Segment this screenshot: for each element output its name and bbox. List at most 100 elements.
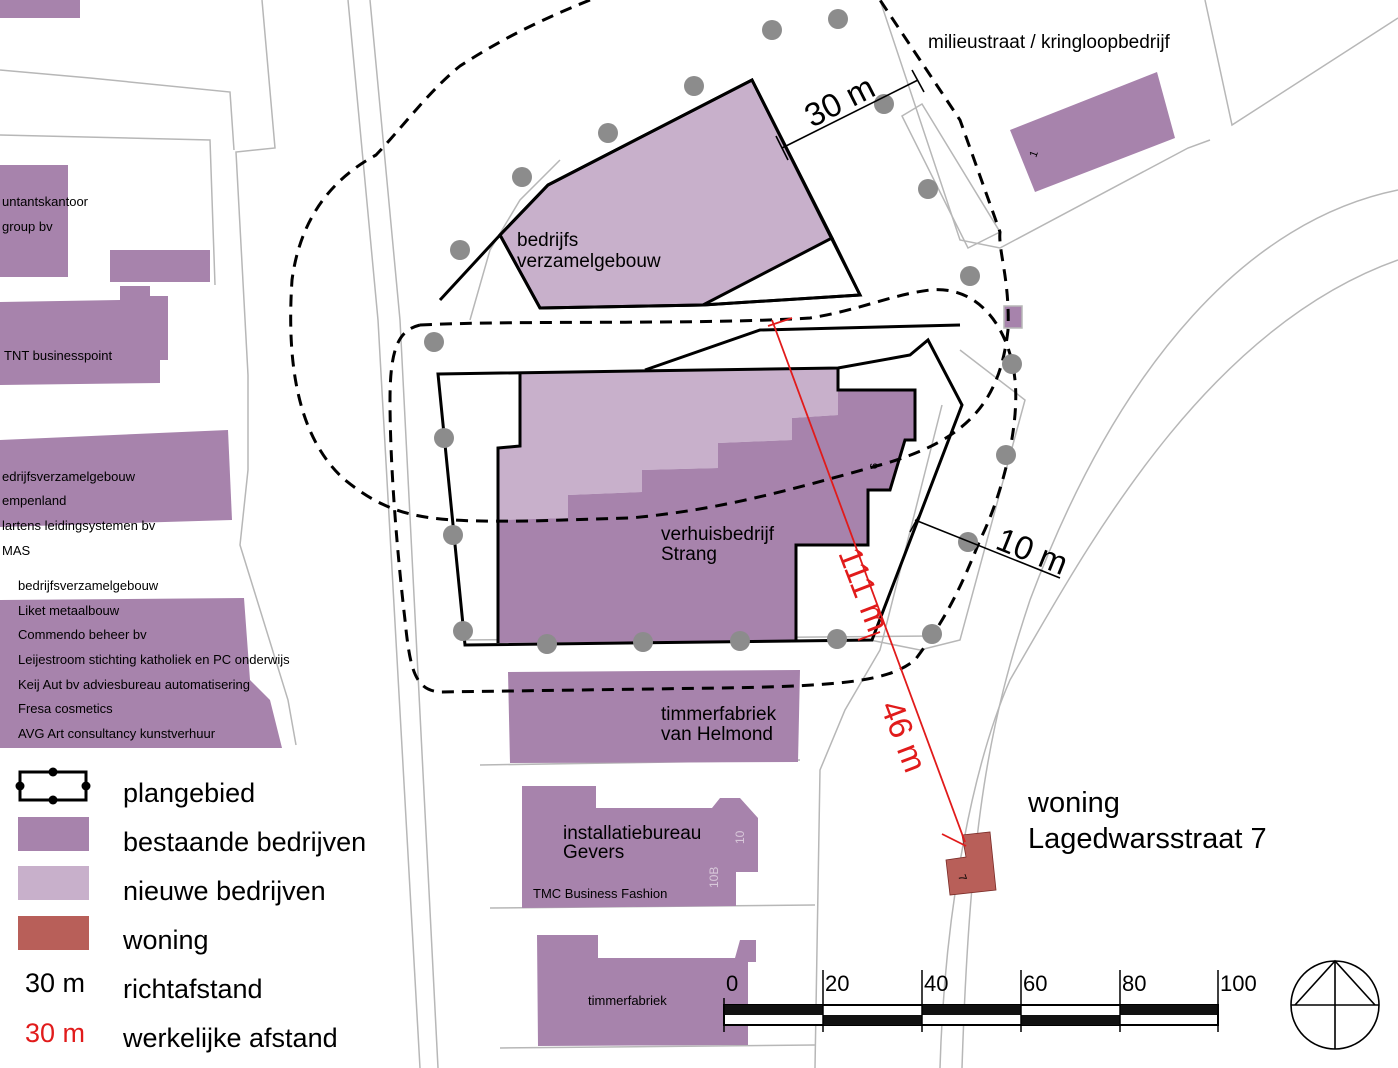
- legend-label-actual: werkelijke afstand: [122, 1023, 338, 1053]
- house-number-woning: 7: [955, 873, 968, 883]
- label-empenland: empenland: [2, 493, 66, 508]
- building-accountant: [0, 165, 68, 277]
- label-group: group bv: [2, 219, 53, 234]
- house-number-milieustraat: 1: [1028, 149, 1041, 159]
- tenant-4: Keij Aut bv adviesbureau automatisering: [18, 677, 250, 692]
- tenant-2: Commendo beheer bv: [18, 627, 147, 642]
- tree-icon: [730, 631, 750, 651]
- tenant-5: Fresa cosmetics: [18, 701, 113, 716]
- label-strang-2: Strang: [661, 544, 717, 565]
- label-verzamel-left: edrijfsverzamelgebouw: [2, 469, 136, 484]
- label-tnt: TNT businesspoint: [4, 348, 113, 363]
- tree-icon: [827, 629, 847, 649]
- tree-icon: [598, 123, 618, 143]
- legend: 30 m 30 m plangebied bestaande bedrijven…: [15, 767, 366, 1053]
- guide-distance-east: 10 m: [991, 520, 1073, 582]
- label-accountant: untantskantoor: [2, 194, 89, 209]
- tree-icon: [453, 621, 473, 641]
- building-timmerfabriek: [537, 935, 756, 1046]
- label-strang-1: verhuisbedrijf: [661, 524, 775, 545]
- scale-tick-60: 60: [1023, 971, 1047, 996]
- tree-icon: [996, 445, 1016, 465]
- tree-icon: [443, 525, 463, 545]
- tree-icon: [684, 76, 704, 96]
- actual-distances: [767, 317, 967, 847]
- tree-icon: [450, 240, 470, 260]
- tree-icon: [828, 9, 848, 29]
- trees: [424, 9, 1022, 654]
- label-woning-2: Lagedwarsstraat 7: [1028, 823, 1267, 855]
- legend-dwelling-swatch: [18, 916, 89, 950]
- legend-label-plangebied: plangebied: [123, 778, 255, 808]
- building-gevers: [522, 786, 758, 908]
- tree-icon: [537, 634, 557, 654]
- building-strang-existing: [498, 390, 915, 643]
- legend-label-dwelling: woning: [122, 925, 209, 955]
- guide-distances: [775, 69, 1061, 579]
- plan-building-outlines: [436, 77, 964, 647]
- building-tnt: [0, 286, 168, 385]
- north-arrow-icon: [1290, 959, 1380, 1050]
- legend-label-existing: bestaande bedrijven: [123, 827, 366, 857]
- label-mas: MAS: [2, 543, 31, 558]
- house-number-strang: 9: [867, 463, 879, 469]
- building-small: [110, 250, 210, 282]
- plan-area-boundary: [289, 0, 1018, 694]
- scale-tick-40: 40: [924, 971, 948, 996]
- label-milieustraat: milieustraat / kringloopbedrijf: [928, 32, 1171, 53]
- building-milieustraat: [1010, 72, 1175, 192]
- label-verzamelgebouw-1: bedrijfs: [517, 230, 578, 251]
- label-helmond-1: timmerfabriek: [661, 704, 777, 725]
- actual-distance-111: 111 m: [831, 542, 897, 636]
- building-verzamelgebouw-new: [500, 80, 832, 308]
- building-labels: bedrijfs verzamelgebouw verhuisbedrijf S…: [517, 230, 777, 863]
- tree-icon: [424, 332, 444, 352]
- label-helmond-2: van Helmond: [661, 724, 773, 745]
- scale-tick-100: 100: [1220, 971, 1257, 996]
- building-strang-new: [498, 368, 838, 520]
- legend-label-new: nieuwe bedrijven: [123, 876, 326, 906]
- label-gevers-2: Gevers: [563, 842, 624, 863]
- house-number-gevers-b: 10B: [707, 867, 721, 888]
- legend-label-guide: richtafstand: [123, 974, 263, 1004]
- left-building-labels: untantskantoor group bv TNT businesspoin…: [2, 194, 290, 741]
- label-verzamelgebouw-2: verzamelgebouw: [517, 251, 661, 272]
- scale-bar: 0 20 40 60 80 100: [723, 970, 1257, 1032]
- tenant-3: Leijestroom stichting katholiek en PC on…: [18, 652, 290, 667]
- tree-icon: [922, 624, 942, 644]
- plan-buildings: [498, 80, 997, 1046]
- building-top-left: [0, 0, 80, 18]
- tenant-1: Liket metaalbouw: [18, 603, 120, 618]
- house-number-gevers-a: 10: [733, 830, 747, 844]
- label-timmerfabriek: timmerfabriek: [588, 993, 667, 1008]
- milieustraat-area: 1 milieustraat / kringloopbedrijf: [928, 32, 1175, 329]
- tree-icon: [1002, 354, 1022, 374]
- tree-icon: [762, 20, 782, 40]
- building-tenants: [0, 598, 282, 748]
- tree-icon: [633, 632, 653, 652]
- scale-tick-0: 0: [726, 971, 738, 996]
- legend-existing-swatch: [18, 817, 89, 851]
- label-martens: lartens leidingsystemen bv: [2, 518, 156, 533]
- building-woning: [945, 831, 997, 896]
- tree-icon: [512, 167, 532, 187]
- guide-distance-north: 30 m: [798, 68, 880, 134]
- label-woning-1: woning: [1027, 787, 1120, 819]
- legend-sample-guide: 30 m: [25, 968, 85, 998]
- legend-new-swatch: [18, 866, 89, 900]
- tree-icon: [960, 266, 980, 286]
- legend-plangebied-symbol: [15, 767, 91, 805]
- label-gevers-1: installatiebureau: [563, 823, 701, 844]
- scale-tick-80: 80: [1122, 971, 1146, 996]
- left-buildings: [0, 0, 282, 748]
- tenant-6: AVG Art consultancy kunstverhuur: [18, 726, 216, 741]
- building-verzamel-left: [0, 430, 232, 527]
- scale-tick-20: 20: [825, 971, 849, 996]
- tree-icon: [918, 179, 938, 199]
- legend-sample-actual: 30 m: [25, 1018, 85, 1048]
- tenant-0: bedrijfsverzamelgebouw: [18, 578, 159, 593]
- tree-icon: [434, 428, 454, 448]
- label-tmc: TMC Business Fashion: [533, 886, 667, 901]
- building-helmond: [508, 670, 800, 763]
